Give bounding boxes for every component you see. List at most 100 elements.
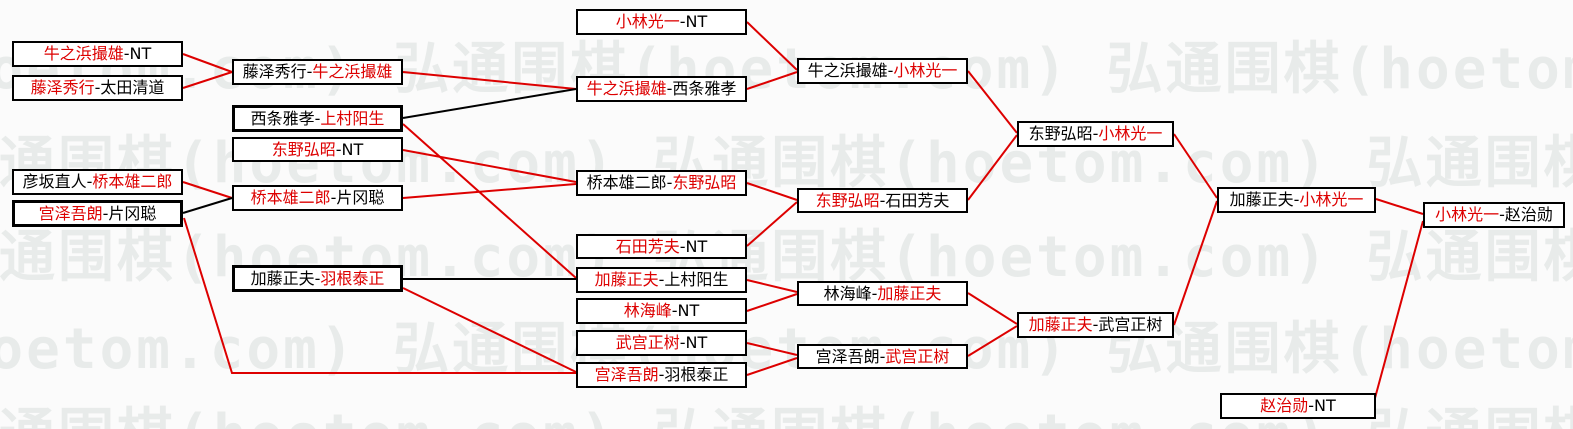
bracket-line (746, 71, 798, 90)
bracket-line (182, 197, 233, 214)
match-box-r3-ishida-nt: 石田芳夫-NT (576, 234, 747, 259)
separator: - (1092, 315, 1099, 334)
separator: - (306, 62, 313, 81)
watermark-row: 弘通围棋(hoetom.com) 弘通围棋(hoetom.com) 弘通围棋(h… (0, 317, 1573, 382)
match-box-r5-kato-takemiya: 加藤正夫-武宫正树 (1017, 312, 1174, 338)
player-name: 林海峰 (823, 283, 872, 303)
bracket-line (746, 201, 798, 247)
bracket-line (746, 182, 798, 201)
bracket-line (746, 342, 798, 356)
player-name: 藤泽秀行 (30, 78, 95, 97)
bracket-line (182, 53, 233, 73)
match-box-r6-kato-kobayashi: 加藤正夫-小林光一 (1217, 187, 1376, 213)
bracket-line (402, 149, 577, 183)
player-name: 石田芳夫 (615, 236, 680, 256)
player-name: 加藤正夫 (594, 270, 659, 289)
match-box-r4-tono-ishida: 东野弘昭-石田芳夫 (797, 188, 968, 213)
match-box-r6-zhao-nt: 赵治勋-NT (1220, 393, 1376, 419)
match-box-r1-fujisawa-ota: 藤泽秀行-太田清道 (12, 75, 183, 101)
separator: - (658, 270, 665, 289)
match-box-r3-kobayashi-nt: 小林光一-NT (576, 9, 747, 35)
separator: - (314, 268, 321, 288)
bracket-line (967, 134, 1018, 201)
player-name: 小林光一 (893, 61, 958, 80)
match-box-r2-fujisawa-niunohama: 藤泽秀行-牛之浜撮雄 (232, 59, 403, 85)
separator: - (1092, 124, 1099, 143)
player-name: 宫泽吾朗 (815, 346, 880, 366)
separator: - (1308, 396, 1315, 415)
player-name: 宫泽吾朗 (38, 203, 103, 223)
bracket-line (182, 181, 233, 199)
bracket-line (1173, 133, 1218, 199)
player-name: 牛之浜撮雄 (312, 62, 393, 81)
separator: - (658, 365, 665, 384)
player-name: 羽根泰正 (664, 365, 729, 384)
match-box-r4-niunohama-kobayashi: 牛之浜撮雄-小林光一 (797, 58, 968, 84)
separator: - (887, 61, 894, 80)
player-name: 牛之浜撮雄 (43, 44, 124, 63)
bracket-line (402, 183, 577, 199)
separator: - (335, 139, 342, 159)
player-name: 西条雅孝 (250, 108, 315, 128)
player-name: 彦坂直人 (22, 172, 87, 191)
separator: - (666, 173, 673, 192)
separator: - (666, 79, 673, 98)
player-name: 赵治勋 (1260, 396, 1309, 415)
bracket-line (402, 88, 577, 119)
bracket-line (402, 123, 577, 279)
match-box-r1-miyazawa-kataoka: 宫泽吾朗-片冈聪 (12, 200, 183, 227)
match-box-r2-saijo-kamimura: 西条雅孝-上村阳生 (232, 105, 403, 132)
player-name: 桥本雄二郎 (92, 172, 173, 191)
player-name: 武宫正树 (1098, 315, 1163, 334)
bracket-line (967, 70, 1018, 134)
match-box-r4-rin-kato: 林海峰-加藤正夫 (797, 281, 968, 306)
player-name: NT (677, 301, 700, 320)
separator: - (123, 44, 130, 63)
player-name: 宫泽吾朗 (594, 365, 659, 384)
match-box-r2-hashimoto-kataoka: 桥本雄二郎-片冈聪 (232, 185, 403, 211)
bracket-line (1173, 200, 1218, 326)
player-name: 上村阳生 (664, 270, 729, 289)
match-box-r5-tono-kobayashi: 东野弘昭-小林光一 (1017, 121, 1174, 147)
player-name: 赵治勋 (1504, 205, 1553, 224)
match-box-r3-takemiya-nt: 武宫正树-NT (576, 330, 747, 356)
match-box-r1-hikosaka-hashimoto: 彦坂直人-桥本雄二郎 (12, 169, 183, 195)
bracket-line (182, 71, 233, 89)
separator: - (871, 283, 878, 303)
player-name: 东野弘昭 (815, 190, 880, 210)
bracket-line (402, 71, 577, 90)
separator: - (879, 346, 886, 366)
bracket-line (746, 293, 798, 312)
match-box-r3-hashimoto-tono: 桥本雄二郎-东野弘昭 (576, 170, 747, 196)
player-name: 牛之浜撮雄 (807, 61, 888, 80)
player-name: NT (685, 236, 708, 256)
bracket-line (746, 279, 798, 293)
bracket-line (1375, 198, 1424, 215)
player-name: 加藤正夫 (1028, 315, 1093, 334)
player-name: 西条雅孝 (672, 79, 737, 98)
bracket-line (402, 287, 577, 373)
separator: - (102, 203, 109, 223)
match-box-r3-miyazawa-hane: 宫泽吾朗-羽根泰正 (576, 362, 747, 388)
player-name: 片冈聪 (336, 188, 385, 207)
player-name: 太田清道 (100, 78, 165, 97)
bracket-line (1374, 220, 1424, 399)
player-name: 东野弘昭 (672, 173, 737, 192)
player-name: 上村阳生 (320, 108, 385, 128)
player-name: 石田芳夫 (885, 190, 950, 210)
match-box-r3-niunohama-saijo: 牛之浜撮雄-西条雅孝 (576, 76, 747, 102)
player-name: 桥本雄二郎 (586, 173, 667, 192)
player-name: 小林光一 (1299, 190, 1364, 209)
match-box-r1-niunohama-nt: 牛之浜撮雄-NT (12, 41, 183, 67)
bracket-line (183, 217, 576, 374)
separator: - (94, 78, 101, 97)
match-box-r2-tono-nt: 东野弘昭-NT (232, 137, 403, 162)
bracket-line (967, 292, 1018, 325)
separator: - (679, 333, 686, 352)
separator: - (314, 108, 321, 128)
separator: - (671, 301, 678, 320)
